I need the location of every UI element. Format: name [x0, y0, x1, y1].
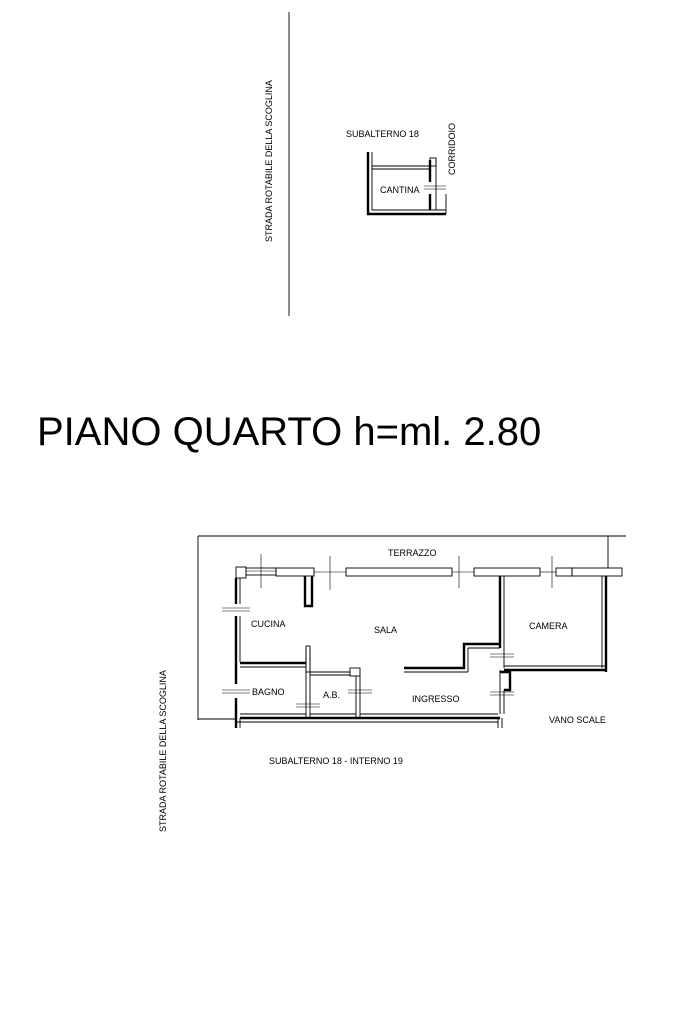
apartment-plan: TERRAZZO CUCINA SALA CAMERA BAGNO A.B. I… — [158, 535, 626, 832]
left-exterior-wall — [222, 578, 250, 728]
sala-label: SALA — [374, 625, 397, 635]
camera-label: CAMERA — [529, 621, 568, 631]
camera-walls — [504, 576, 608, 672]
ingresso-partition — [404, 576, 514, 714]
cantina-walls — [366, 152, 447, 216]
terrace-facade — [235, 554, 623, 590]
subalterno-label: SUBALTERNO 18 — [346, 129, 419, 139]
ab-label: A.B. — [323, 690, 340, 700]
top-street-label: STRADA ROTABILE DELLA SCOGLINA — [264, 80, 274, 242]
bagno-label: BAGNO — [252, 687, 285, 697]
corridor-label: CORRIDOIO — [447, 123, 457, 175]
bottom-wall — [236, 713, 503, 728]
ab-walls — [310, 667, 372, 717]
cantina-label: CANTINA — [380, 185, 420, 195]
ingresso-label: INGRESSO — [412, 694, 460, 704]
terrazzo-label: TERRAZZO — [388, 548, 437, 558]
vano-scale-label: VANO SCALE — [549, 715, 606, 725]
floor-title: PIANO QUARTO h=ml. 2.80 — [37, 410, 541, 454]
cucina-label: CUCINA — [251, 619, 286, 629]
plan-caption: SUBALTERNO 18 - INTERNO 19 — [269, 756, 403, 766]
bagno-walls — [240, 645, 320, 717]
cantina-section: STRADA ROTABILE DELLA SCOGLINA SUBALTERN… — [264, 12, 457, 316]
plan-street-label: STRADA ROTABILE DELLA SCOGLINA — [158, 670, 168, 832]
